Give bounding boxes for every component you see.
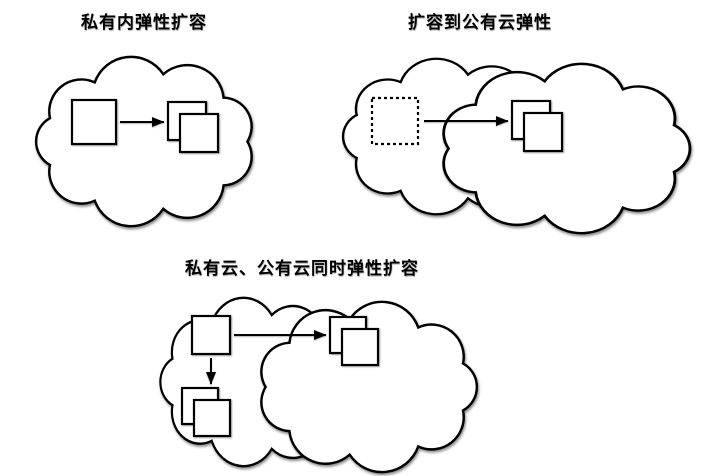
diagram-shapes bbox=[370, 96, 564, 153]
diagram-title: 私有内弹性扩容 bbox=[81, 13, 207, 33]
diagram-title: 私有云、公有云同时弹性扩容 bbox=[185, 259, 419, 279]
diagram-scene bbox=[341, 57, 692, 235]
diagram-shapes bbox=[180, 314, 380, 438]
public-cloud-shape bbox=[442, 62, 692, 235]
scaled-square-front bbox=[178, 112, 220, 154]
workload-square bbox=[70, 98, 118, 146]
vacated-workload-square bbox=[370, 96, 420, 146]
migrated-square-front bbox=[522, 111, 564, 153]
diagram-simultaneous-elastic-scaling: 私有云、公有云同时弹性扩容 bbox=[150, 258, 490, 476]
public-cloud-shape bbox=[260, 300, 479, 474]
public-scaled-square-front bbox=[340, 327, 380, 367]
diagram-scale-to-public-cloud: 扩容到公有云弹性 bbox=[332, 12, 700, 242]
diagram-private-elastic-scaling: 私有内弹性扩容 bbox=[28, 12, 260, 248]
diagram-shapes bbox=[70, 98, 220, 154]
workload-square bbox=[190, 314, 232, 356]
private-cloud-shape bbox=[34, 55, 253, 228]
diagram-scene bbox=[159, 296, 479, 474]
diagram-scene bbox=[34, 55, 253, 228]
private-scaled-square-front bbox=[192, 398, 232, 438]
diagram-title: 扩容到公有云弹性 bbox=[408, 13, 552, 33]
